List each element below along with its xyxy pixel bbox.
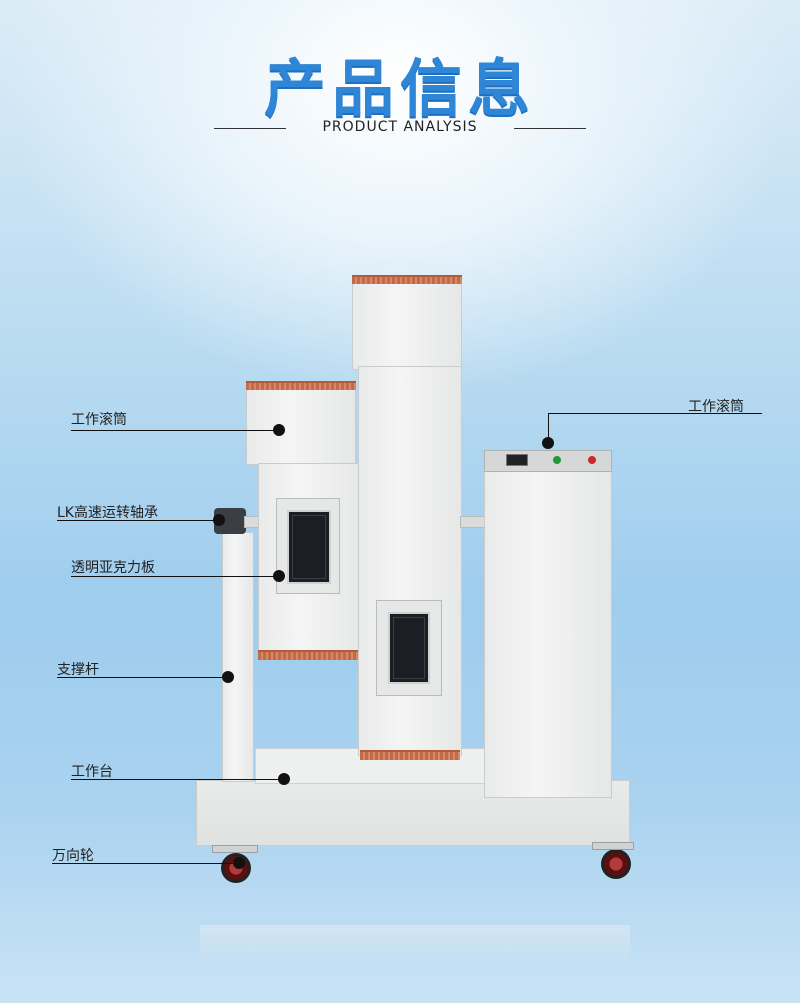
subtitle-line-left [214,128,286,129]
subtitle-row: PRODUCT ANALYSIS [214,119,586,139]
callout-dot-acrylic [273,570,285,582]
caster-right-bracket [592,842,634,850]
support-rod [222,532,254,782]
floor-reflection [200,925,630,965]
callout-label-worktable: 工作台 [71,764,113,780]
callout-line-acrylic [71,576,279,577]
callout-line-drum-right-h [548,413,762,414]
tower-bottom-drum [360,750,460,760]
callout-label-caster: 万向轮 [52,848,94,864]
worktable-base [196,780,630,846]
control-cabinet [484,450,612,798]
page-title: 产品信息 [263,52,536,125]
tower-top-drum [352,275,462,284]
tower-upper [352,280,462,370]
subtitle-text: PRODUCT ANALYSIS [322,119,478,135]
callout-dot-bearing [213,514,225,526]
callout-label-support-rod: 支撑杆 [57,662,99,678]
callout-line-worktable [71,779,283,780]
control-button-green [553,456,561,464]
callout-dot-support-rod [222,671,234,683]
callout-line-caster [52,863,240,864]
callout-label-drum-right: 工作滚筒 [688,399,744,415]
acrylic-window-left [287,510,331,584]
callout-line-drum-left [71,430,279,431]
callout-line-drum-right-v [548,413,549,443]
callout-label-bearing: LK高速运转轴承 [57,505,158,521]
acrylic-window-right [388,612,430,684]
callout-dot-drum-right [542,437,554,449]
callout-dot-caster [233,857,245,869]
callout-label-acrylic: 透明亚克力板 [71,560,155,576]
control-display [506,454,528,466]
callout-line-support-rod [57,677,229,678]
callout-line-bearing [57,520,219,521]
caster-right [601,849,631,879]
callout-dot-drum-left [273,424,285,436]
control-button-red [588,456,596,464]
tower-body [358,366,462,756]
left-drum-bottom [258,650,358,660]
caster-left-bracket [212,845,258,853]
left-drum-top [246,381,356,390]
left-hopper [246,385,356,465]
axle-right [460,516,486,528]
callout-dot-worktable [278,773,290,785]
subtitle: PRODUCT ANALYSIS [214,119,586,135]
callout-label-drum-left: 工作滚筒 [71,412,127,428]
subtitle-line-right [514,128,586,129]
